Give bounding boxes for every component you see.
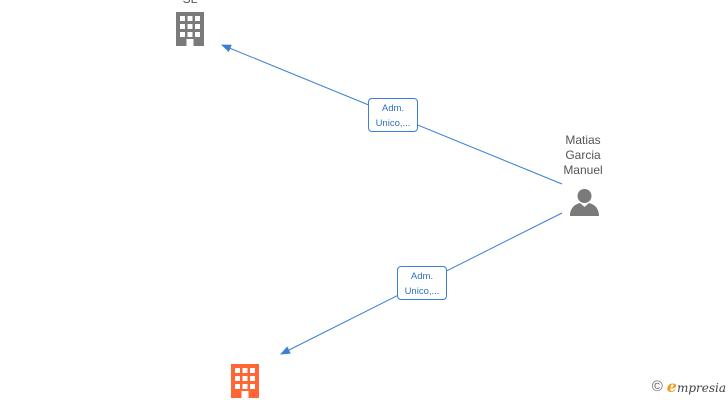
building-icon[interactable]: [176, 12, 204, 46]
building-icon-highlighted[interactable]: [231, 364, 259, 398]
edge-label-line: Unico,...: [404, 286, 440, 297]
edge-label-bottom[interactable]: Adm. Unico,...: [397, 266, 447, 300]
person-label-line: Garcia: [565, 148, 601, 162]
edge-label-top[interactable]: Adm. Unico,...: [368, 98, 418, 132]
brand-name: empresia: [666, 376, 726, 396]
person-label[interactable]: Matias Garcia Manuel: [548, 133, 618, 178]
brand-watermark: © empresia: [652, 376, 726, 396]
person-icon[interactable]: [570, 189, 599, 216]
person-label-line: Manuel: [563, 163, 603, 177]
person-label-line: Matias: [565, 133, 601, 147]
edge-label-line: Adm.: [410, 271, 434, 282]
company-top-label[interactable]: SL: [170, 0, 210, 7]
copyright-icon: ©: [651, 377, 663, 395]
edge-label-line: Unico,...: [375, 118, 411, 129]
edge-label-line: Adm.: [381, 103, 405, 114]
